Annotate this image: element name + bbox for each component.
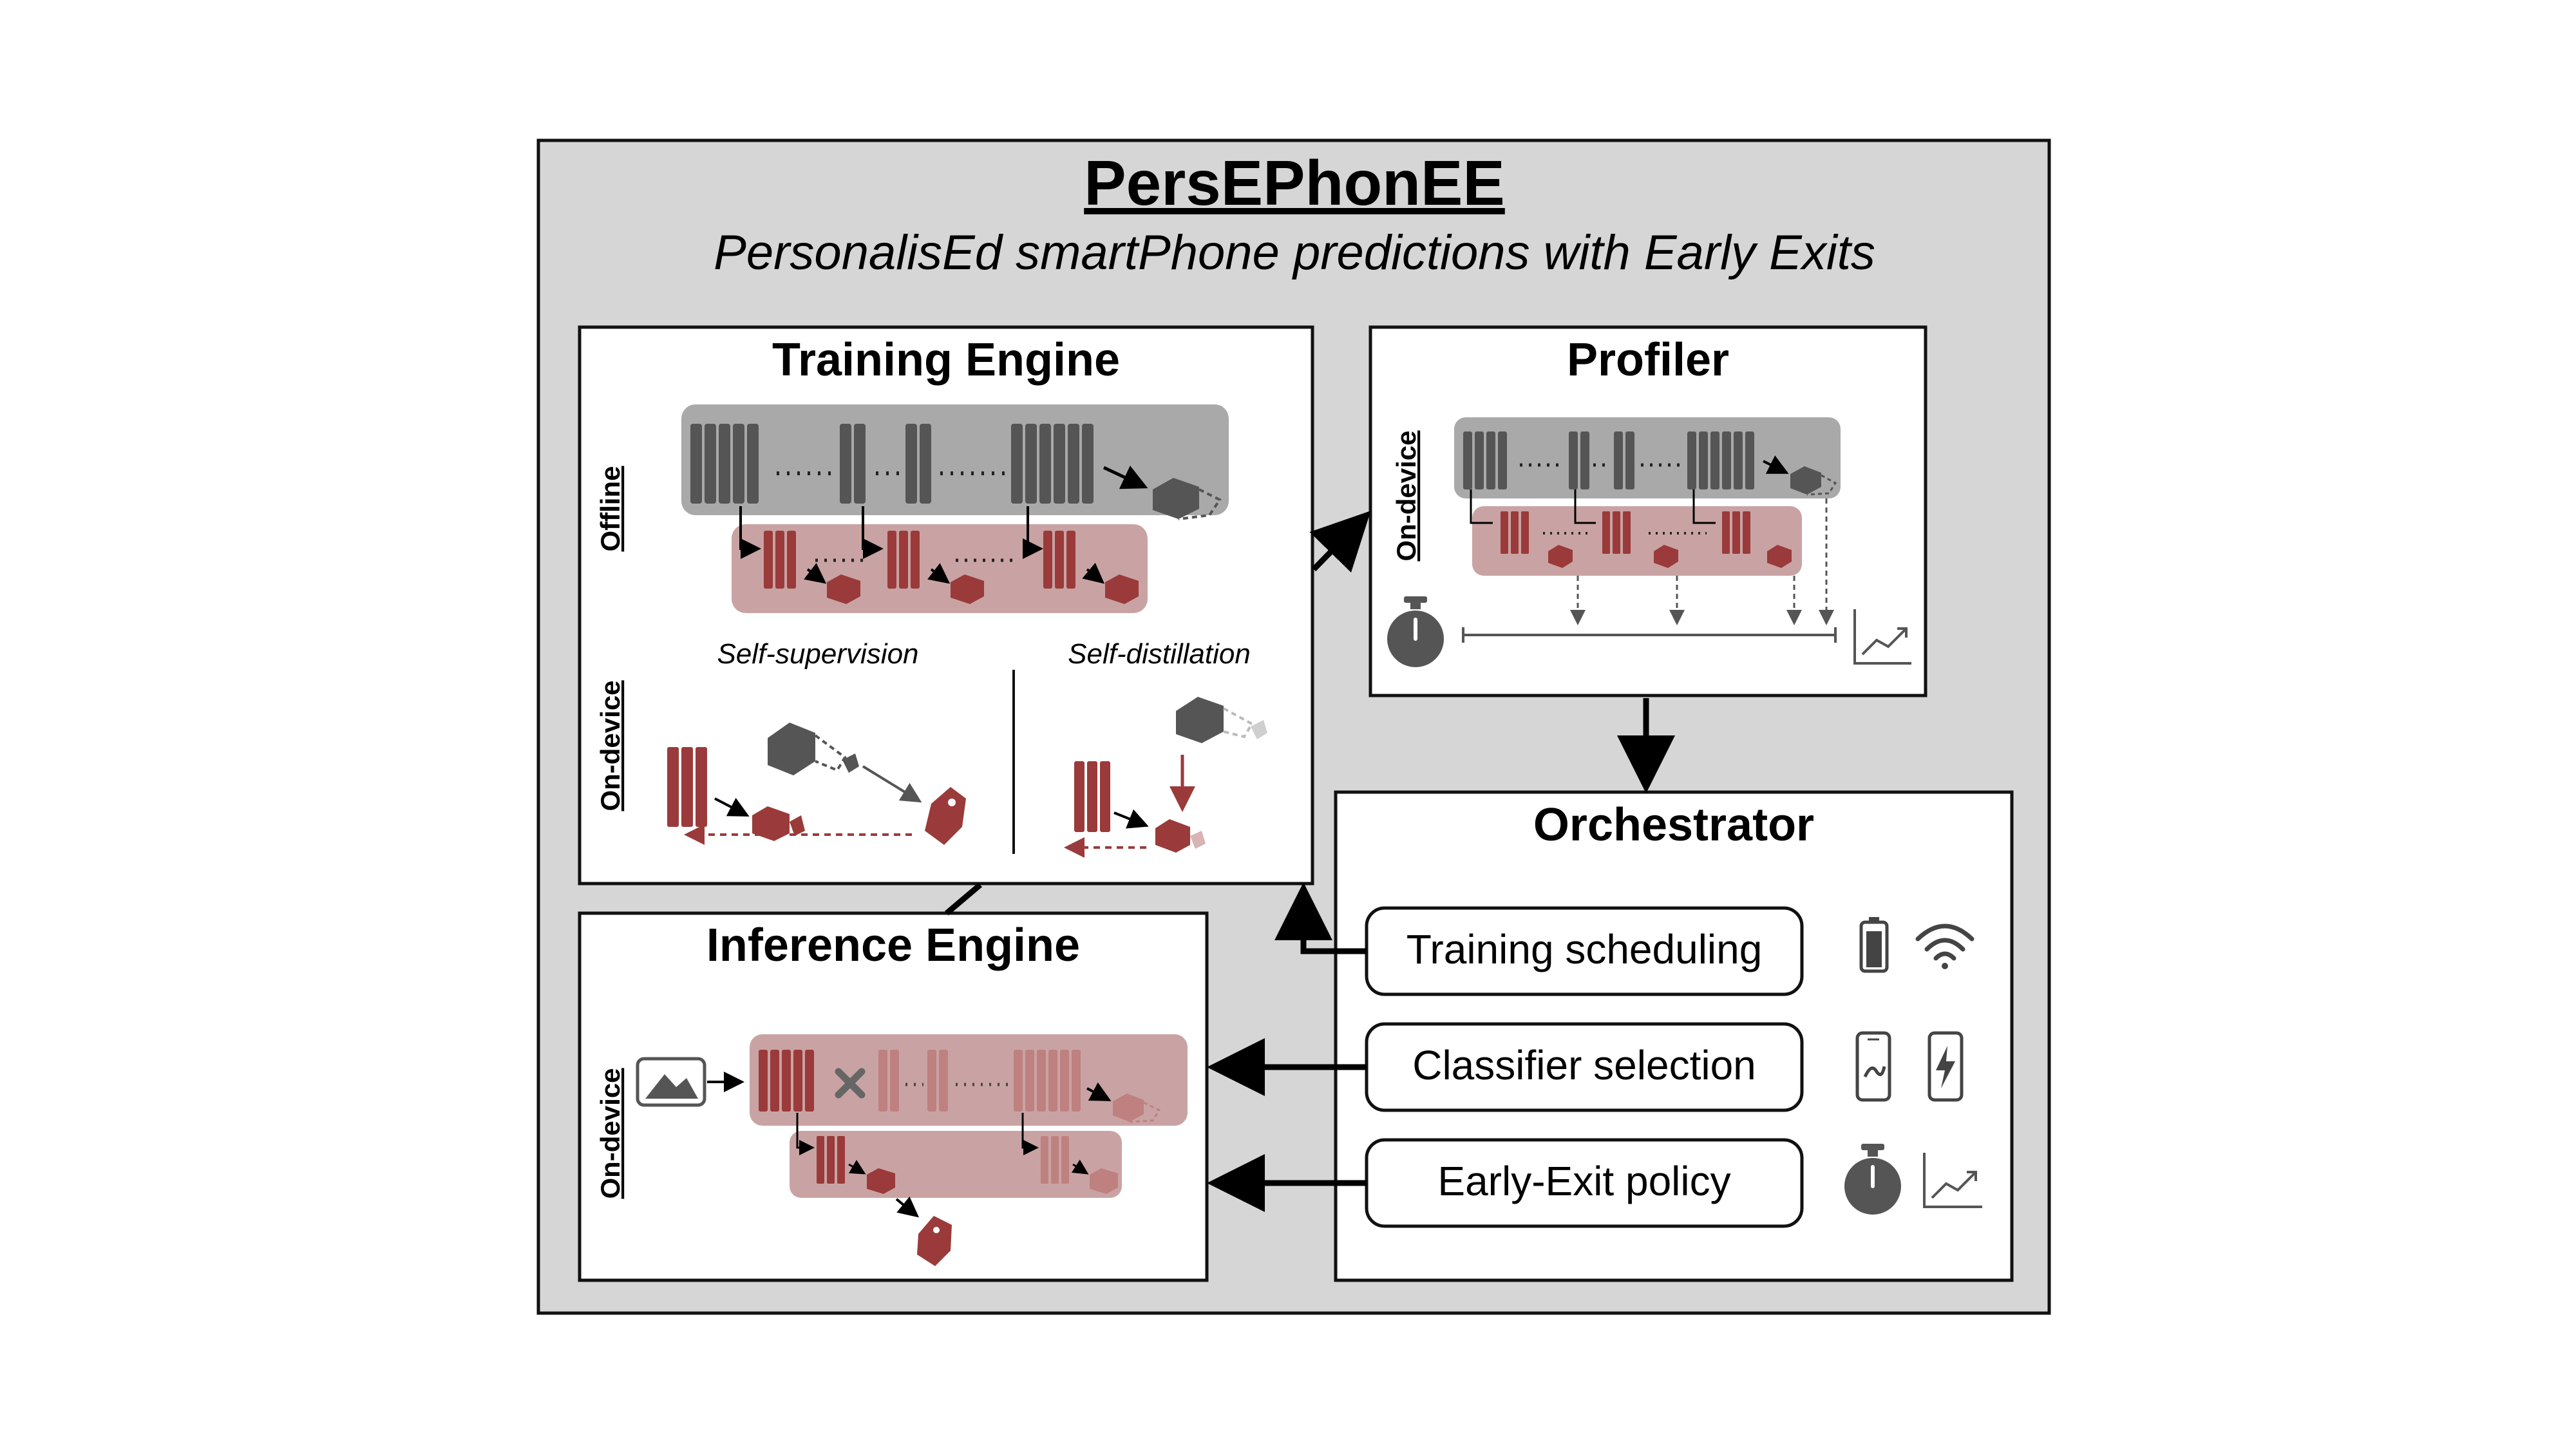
phone-image-icon bbox=[1855, 1031, 1891, 1102]
diagram-subtitle: PersonalisEd smartPhone predictions with… bbox=[714, 225, 1875, 280]
classifier-selection-label: Classifier selection bbox=[1412, 1042, 1756, 1088]
training-scheduling-label: Training scheduling bbox=[1406, 926, 1763, 972]
training-scheduling-to-training-arrow bbox=[1274, 882, 1367, 954]
stopwatch-icon bbox=[1844, 1144, 1901, 1215]
profiler-timeline bbox=[1462, 627, 1837, 643]
profiler-exit-layers bbox=[1501, 511, 1750, 554]
profiler-measurement-arrows bbox=[1570, 498, 1834, 625]
training-exit-connectors bbox=[739, 506, 1043, 559]
wifi-icon bbox=[1915, 923, 1975, 969]
training-exit-head-icons bbox=[804, 562, 1139, 604]
inference-stop-x-icon bbox=[835, 1068, 866, 1099]
inference-to-training-link bbox=[945, 882, 982, 916]
profiler-title: Profiler bbox=[1567, 334, 1729, 386]
inference-output-arrow bbox=[895, 1196, 920, 1218]
chart-icon bbox=[1923, 1153, 1982, 1208]
self-distillation-label: Self-distillation bbox=[1068, 638, 1251, 670]
phone-charging-icon bbox=[1927, 1031, 1964, 1102]
profiler-ondevice-label: On-device bbox=[1391, 430, 1421, 561]
profiler-backbone-band bbox=[1454, 417, 1841, 498]
inference-backbone-layers bbox=[759, 1050, 1081, 1112]
self-supervision-label: Self-supervision bbox=[717, 638, 918, 670]
orchestrator-item-early-exit-policy: Early-Exit policy bbox=[1365, 1138, 1804, 1228]
inference-ondevice-label: On-device bbox=[595, 1068, 625, 1198]
inference-engine-title: Inference Engine bbox=[706, 920, 1080, 971]
label-tag-icon bbox=[925, 787, 966, 845]
orchestrator-item-training-scheduling: Training scheduling bbox=[1365, 906, 1804, 996]
profiler-backbone-layers bbox=[1463, 431, 1754, 489]
training-backbone-band bbox=[681, 404, 1229, 515]
orchestrator-title: Orchestrator bbox=[1533, 799, 1814, 851]
inference-exit-connectors bbox=[796, 1113, 1039, 1155]
training-to-profiler-arrow bbox=[1309, 511, 1371, 573]
inference-exit-head-icons bbox=[848, 1159, 1118, 1194]
self-supervision-illustration bbox=[667, 723, 966, 845]
battery-icon bbox=[1859, 917, 1889, 973]
image-input-icon bbox=[636, 1057, 706, 1107]
diagram-title: PersEPhonEE bbox=[1084, 147, 1505, 218]
profiler-backbone-to-head-arrow bbox=[1763, 455, 1789, 474]
early-exit-policy-label: Early-Exit policy bbox=[1437, 1158, 1730, 1204]
prediction-tag-icon bbox=[917, 1216, 952, 1266]
self-distillation-illustration bbox=[1064, 697, 1267, 858]
training-exit-layers bbox=[764, 531, 1075, 589]
training-offline-label: Offline bbox=[595, 466, 625, 552]
profiler-backbone-head-icon bbox=[1790, 466, 1837, 496]
profiler-chart-icon bbox=[1853, 609, 1911, 665]
profiler-exit-connectors bbox=[1470, 489, 1716, 524]
profiler-exit-head-icons bbox=[1548, 545, 1792, 568]
inference-backbone-head-icon bbox=[1113, 1094, 1161, 1123]
training-engine-title: Training Engine bbox=[772, 334, 1120, 386]
inference-backbone-to-head-arrow bbox=[1086, 1082, 1112, 1101]
training-backbone-to-head-arrow bbox=[1103, 466, 1148, 489]
training-backbone-layers bbox=[690, 424, 1094, 504]
training-ondevice-label: On-device bbox=[595, 680, 625, 811]
training-backbone-head-icon bbox=[1153, 478, 1222, 520]
orchestrator-item-classifier-selection: Classifier selection bbox=[1365, 1022, 1804, 1112]
inference-exit-layers bbox=[817, 1136, 1069, 1184]
profiler-stopwatch-icon bbox=[1387, 596, 1444, 667]
